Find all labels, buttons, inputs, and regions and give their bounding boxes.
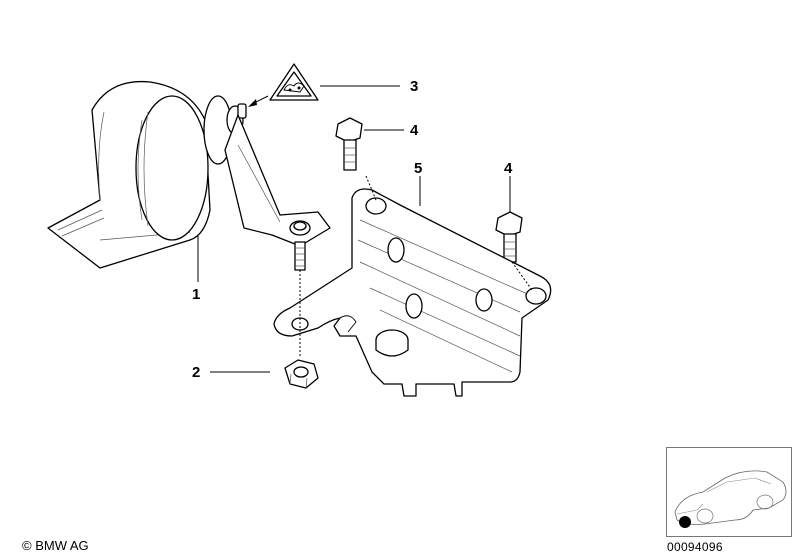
bolt-right[interactable] <box>495 211 523 263</box>
location-marker-icon <box>679 516 691 528</box>
callout-3[interactable]: 3 <box>410 78 418 95</box>
hex-nut[interactable] <box>284 359 319 389</box>
copyright-notice: © BMW AG <box>22 538 89 553</box>
vehicle-locator-icon <box>674 470 787 528</box>
mounting-bracket[interactable] <box>273 188 552 397</box>
callout-1[interactable]: 1 <box>192 286 200 303</box>
vehicle-locator-thumbnail[interactable] <box>666 447 792 537</box>
warning-triangle-icon <box>269 63 319 101</box>
diagram-number: 00094096 <box>667 540 723 554</box>
callout-5[interactable]: 5 <box>414 160 422 177</box>
horn[interactable] <box>47 80 331 271</box>
callout-4-upper[interactable]: 4 <box>410 122 419 139</box>
callout-2[interactable]: 2 <box>192 364 200 381</box>
callout-4-right[interactable]: 4 <box>504 160 513 177</box>
bolt-upper[interactable] <box>335 117 363 171</box>
